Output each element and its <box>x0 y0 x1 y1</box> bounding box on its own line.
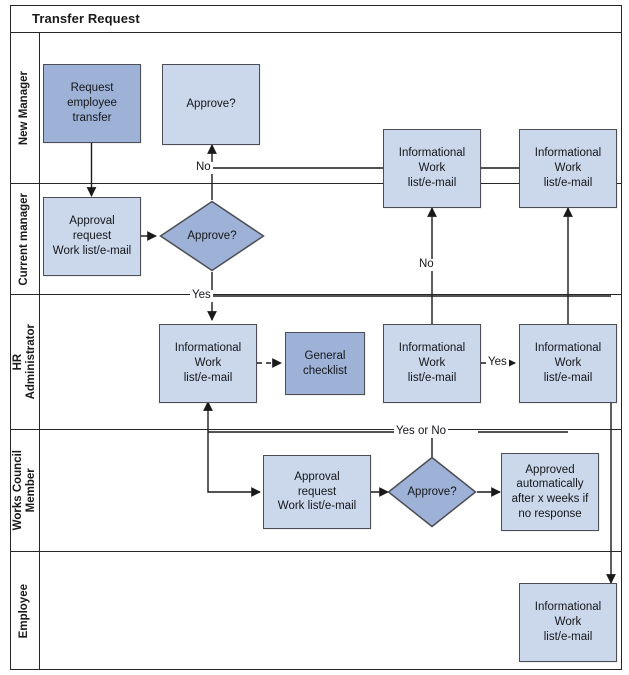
node-info-work-list-hr-3[interactable]: Informational Work list/e-mail <box>519 324 617 403</box>
edge-label-no-to-new-manager: No <box>194 161 213 174</box>
node-request-employee-transfer[interactable]: Request employee transfer <box>43 64 141 143</box>
node-label: Informational Work list/e-mail <box>534 342 602 384</box>
edge-label-no-from-hr-up: No <box>417 258 436 271</box>
node-label: General checklist <box>302 349 348 377</box>
node-approved-automatically[interactable]: Approved automatically after x weeks if … <box>501 453 599 531</box>
node-approve-decision-current-manager[interactable]: Approve? <box>159 200 265 272</box>
lane-label-current-manager: Current manager <box>18 192 31 286</box>
diagram-frame <box>10 5 622 670</box>
diamond-shape <box>159 200 265 272</box>
diagram-title-bar: Transfer Request <box>10 5 622 33</box>
lane-label-hr-administrator: HR Administrator <box>11 324 37 400</box>
diagram-title: Transfer Request <box>32 11 140 26</box>
node-label: Request employee transfer <box>67 82 117 124</box>
node-label: Approve? <box>407 486 457 498</box>
node-general-checklist[interactable]: General checklist <box>285 332 365 395</box>
diamond-shape <box>387 456 477 528</box>
node-info-work-list-nm-2[interactable]: Informational Work list/e-mail <box>519 129 617 208</box>
node-info-work-list-hr-2[interactable]: Informational Work list/e-mail <box>383 324 481 403</box>
node-label: Approval request Work list/e-mail <box>52 215 132 257</box>
lane-employee: Employee <box>10 552 622 670</box>
lane-works-council-member: Works Council Member <box>10 430 622 552</box>
lane-header-current-manager: Current manager <box>10 184 40 294</box>
lane-header-new-manager: New Manager <box>10 33 40 183</box>
edge-label-yes-or-no-from-wc: Yes or No <box>394 425 449 438</box>
node-approval-request-works-council[interactable]: Approval request Work list/e-mail <box>263 455 371 529</box>
node-label: Approved automatically after x weeks if … <box>511 463 589 520</box>
lane-header-hr-administrator: HR Administrator <box>10 295 40 429</box>
node-approval-request-current-manager[interactable]: Approval request Work list/e-mail <box>43 197 141 276</box>
lane-label-employee: Employee <box>18 583 31 639</box>
lane-hr-administrator: HR Administrator <box>10 295 622 430</box>
node-label: Informational Work list/e-mail <box>174 342 242 384</box>
node-label: Informational Work list/e-mail <box>398 147 466 189</box>
node-approve-decision-works-council[interactable]: Approve? <box>387 456 477 528</box>
edge-down-to-wc-approval-request <box>207 452 261 497</box>
node-label: Informational Work list/e-mail <box>534 601 602 643</box>
lane-header-works-council-member: Works Council Member <box>10 430 40 551</box>
node-label: Informational Work list/e-mail <box>398 342 466 384</box>
lane-label-new-manager: New Manager <box>18 70 31 146</box>
node-label: Informational Work list/e-mail <box>534 147 602 189</box>
lane-label-works-council-member: Works Council Member <box>11 450 37 531</box>
edge-label-yes-hr-to-hr: Yes <box>486 356 509 369</box>
node-info-work-list-nm-1[interactable]: Informational Work list/e-mail <box>383 129 481 208</box>
node-label: Approve? <box>186 98 236 111</box>
lane-header-employee: Employee <box>10 552 40 670</box>
node-label: Approval request Work list/e-mail <box>277 470 357 513</box>
edge-label-yes-to-hr: Yes <box>190 289 213 302</box>
node-label: Approve? <box>187 230 237 242</box>
lane-current-manager: Current manager <box>10 184 622 295</box>
node-info-work-list-employee[interactable]: Informational Work list/e-mail <box>519 583 617 662</box>
node-info-work-list-hr-1[interactable]: Informational Work list/e-mail <box>159 324 257 403</box>
lane-new-manager: New Manager <box>10 33 622 184</box>
node-new-manager-approve[interactable]: Approve? <box>162 64 260 145</box>
